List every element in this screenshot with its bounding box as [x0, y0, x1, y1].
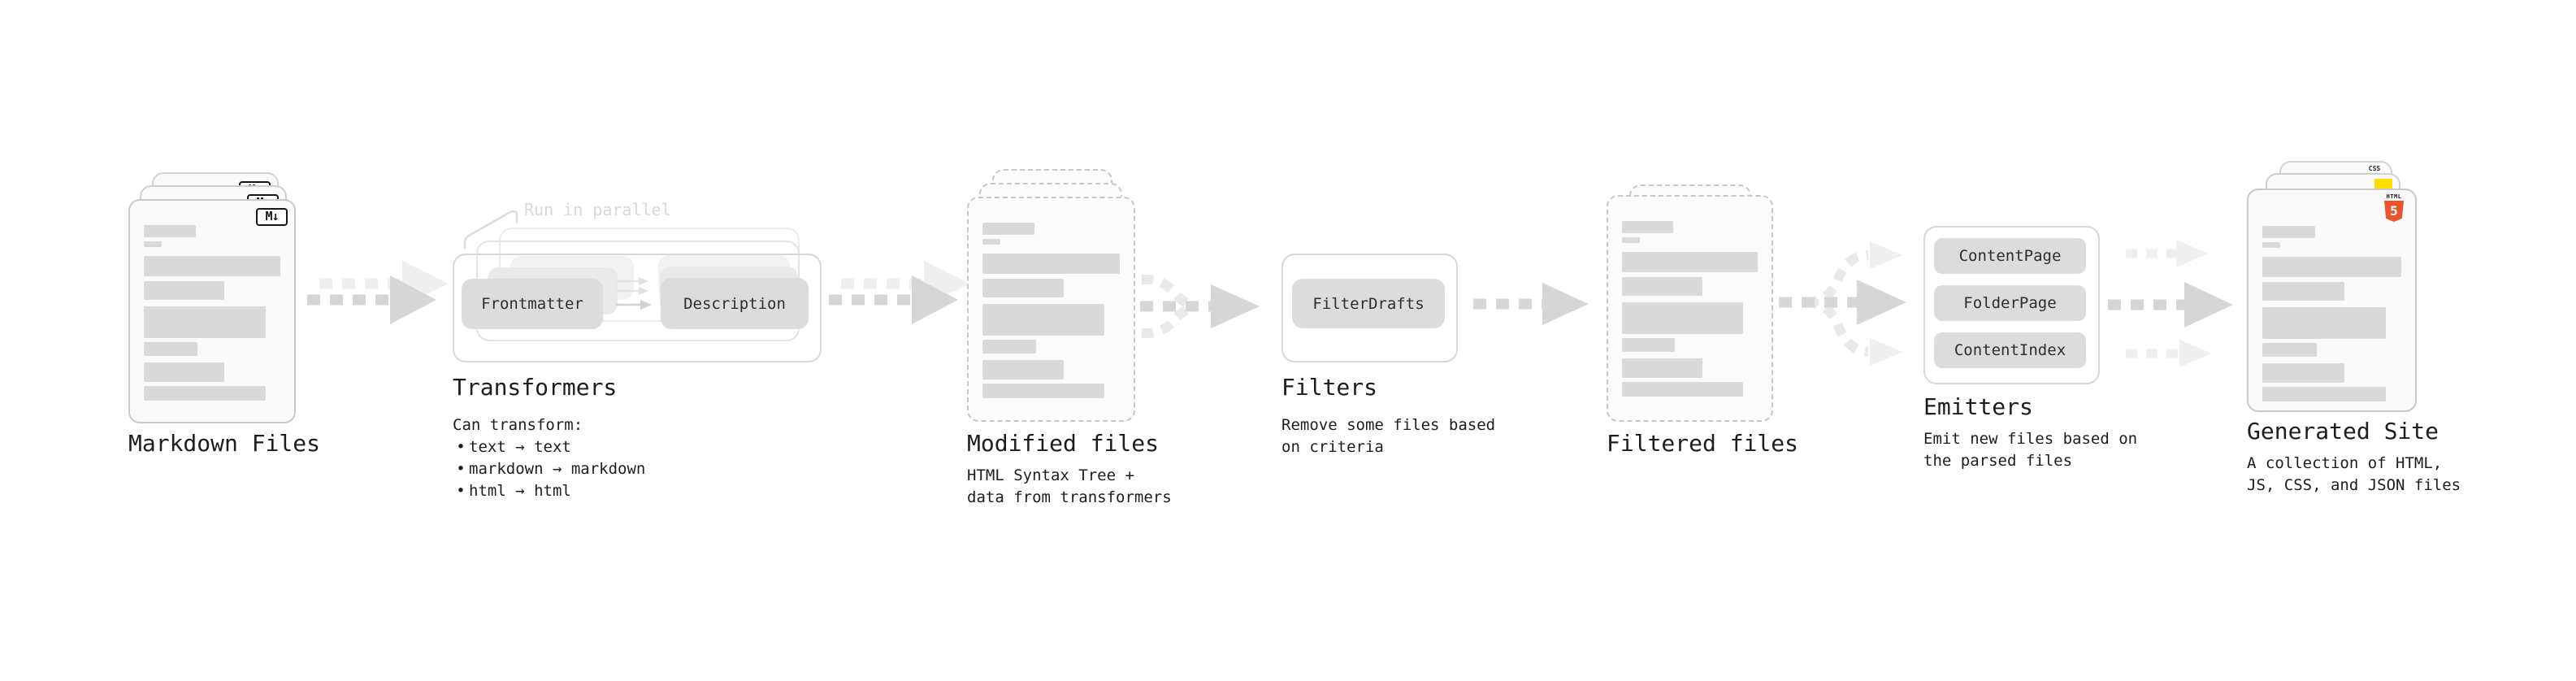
- placeholder-bar: [1622, 277, 1702, 296]
- filters-desc-line: on criteria: [1281, 438, 1384, 456]
- placeholder-bar: [2262, 343, 2317, 357]
- filters-description: Remove some files based on criteria: [1281, 414, 1495, 458]
- placeholder-bar: [982, 223, 1035, 235]
- generated-site-desc-line: A collection of HTML,: [2247, 454, 2443, 472]
- run-in-parallel-annotation: Run in parallel: [524, 200, 671, 219]
- transformer-frontmatter-pill: Frontmatter: [462, 279, 603, 329]
- placeholder-bar: [1622, 382, 1743, 397]
- document-skeleton: [2262, 226, 2401, 401]
- generated-site-label: Generated Site: [2247, 418, 2439, 445]
- placeholder-bar: [982, 279, 1064, 297]
- flow-arrow-modified-to-filters-icon: [1140, 275, 1260, 338]
- transformer-description-pill: Description: [661, 278, 809, 329]
- placeholder-bar: [2262, 242, 2281, 248]
- placeholder-bar: [1622, 237, 1640, 243]
- placeholder-bar: [982, 304, 1105, 336]
- placeholder-bar: [2262, 282, 2344, 301]
- bullet-icon: •: [456, 438, 466, 456]
- html5-icon: HTML 5: [2383, 193, 2405, 222]
- placeholder-bar: [982, 384, 1105, 398]
- transform-bullet: • text → text: [453, 436, 645, 458]
- transformers-desc-heading: Can transform:: [453, 416, 583, 434]
- html5-icon-shield: 5: [2384, 201, 2404, 222]
- filter-drafts-pill: FilterDrafts: [1292, 279, 1445, 328]
- html5-icon-label: HTML: [2386, 193, 2402, 200]
- placeholder-bar: [1622, 358, 1702, 378]
- placeholder-bar: [1622, 252, 1758, 272]
- transformers-description: Can transform: • text → text • markdown …: [453, 414, 645, 502]
- placeholder-bar: [2262, 257, 2401, 277]
- placeholder-bar: [1622, 302, 1743, 334]
- modified-files-desc-line: data from transformers: [967, 488, 1172, 506]
- markdown-files-label: Markdown Files: [128, 430, 321, 457]
- transform-bullet: • html → html: [453, 480, 645, 502]
- filtered-file-card-front: [1607, 195, 1773, 422]
- emitters-desc-line: Emit new files based on: [1923, 430, 2138, 448]
- placeholder-bar: [144, 306, 266, 338]
- generated-file-card-front: HTML 5: [2247, 189, 2417, 412]
- emitter-contentpage-pill: ContentPage: [1934, 238, 2086, 274]
- placeholder-bar: [144, 256, 280, 276]
- placeholder-bar: [144, 342, 197, 356]
- transformer-container-front: [453, 254, 822, 362]
- javascript-icon: [2374, 179, 2392, 189]
- document-skeleton: [982, 223, 1120, 398]
- document-skeleton: [1622, 221, 1758, 397]
- flow-arrow-filtered-to-emitters-icon: [1779, 241, 1906, 366]
- emitters-description: Emit new files based on the parsed files: [1923, 428, 2137, 472]
- bullet-icon: •: [456, 482, 466, 500]
- emitters-title: Emitters: [1923, 393, 2033, 420]
- filters-desc-line: Remove some files based: [1281, 416, 1496, 434]
- placeholder-bar: [2262, 307, 2387, 339]
- flow-arrow-transformers-to-modified-icon: [829, 261, 970, 324]
- placeholder-bar: [144, 281, 225, 300]
- modified-files-description: HTML Syntax Tree + data from transformer…: [967, 465, 1172, 509]
- css-icon-label: CSS: [2368, 165, 2381, 172]
- filters-title: Filters: [1281, 374, 1378, 401]
- placeholder-bar: [1622, 338, 1676, 352]
- transform-bullet: • markdown → markdown: [453, 458, 645, 480]
- placeholder-bar: [144, 362, 225, 382]
- transform-bullet-text: markdown → markdown: [469, 460, 646, 478]
- flow-arrow-emitters-to-site-icon: [2108, 240, 2233, 367]
- placeholder-bar: [2262, 226, 2315, 238]
- markdown-icon: M↓: [256, 208, 288, 226]
- placeholder-bar: [144, 241, 162, 247]
- placeholder-bar: [144, 225, 196, 237]
- emitters-desc-line: the parsed files: [1923, 452, 2073, 470]
- emitter-contentindex-pill: ContentIndex: [1934, 332, 2086, 368]
- placeholder-bar: [2262, 387, 2387, 401]
- placeholder-bar: [144, 386, 266, 401]
- filtered-files-label: Filtered files: [1607, 430, 1799, 457]
- placeholder-bar: [982, 360, 1064, 380]
- markdown-file-card-front: M↓: [128, 199, 296, 423]
- modified-files-label: Modified files: [967, 430, 1160, 457]
- generated-site-description: A collection of HTML, JS, CSS, and JSON …: [2247, 453, 2461, 497]
- flow-arrow-filters-to-filtered-icon: [1473, 283, 1589, 325]
- parallel-arrows-icon: [616, 277, 652, 310]
- transformers-title: Transformers: [453, 374, 618, 401]
- flow-arrow-markdown-to-transformers-icon: [307, 261, 449, 324]
- modified-files-desc-line: HTML Syntax Tree +: [967, 466, 1134, 484]
- transform-bullet-text: html → html: [469, 482, 571, 500]
- placeholder-bar: [2262, 363, 2344, 383]
- generated-site-desc-line: JS, CSS, and JSON files: [2247, 476, 2461, 494]
- placeholder-bar: [982, 254, 1120, 274]
- transform-bullet-text: text → text: [469, 438, 571, 456]
- document-skeleton: [144, 225, 280, 401]
- placeholder-bar: [982, 340, 1036, 354]
- annotation-leader-line: [463, 210, 518, 249]
- bullet-icon: •: [456, 460, 466, 478]
- placeholder-bar: [982, 239, 1000, 245]
- modified-file-card-front: [967, 197, 1135, 422]
- emitter-folderpage-pill: FolderPage: [1934, 285, 2086, 321]
- placeholder-bar: [1622, 221, 1674, 233]
